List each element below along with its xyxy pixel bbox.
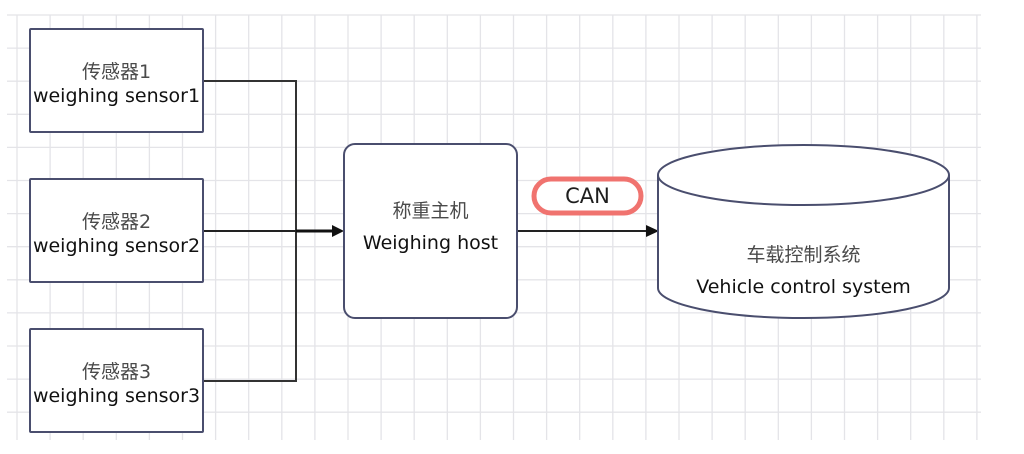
sensor3-label-zh: 传感器3 bbox=[81, 361, 152, 383]
weighing-host-box[interactable] bbox=[343, 143, 518, 319]
sensor2-label: 传感器2 weighing sensor2 bbox=[30, 179, 203, 282]
vehicle-label-en: Vehicle control system bbox=[696, 275, 911, 298]
sensor1-label: 传感器1 weighing sensor1 bbox=[30, 29, 203, 132]
sensor2-label-zh: 传感器2 bbox=[81, 211, 152, 233]
cylinder-body bbox=[657, 175, 950, 319]
vehicle-control-cylinder[interactable] bbox=[657, 144, 950, 319]
host-label-zh: 称重主机 bbox=[392, 199, 469, 222]
can-label-pill bbox=[531, 176, 644, 216]
vehicle-label-zh: 车载控制系统 bbox=[746, 243, 861, 266]
sensor2-label-en: weighing sensor2 bbox=[32, 235, 201, 257]
sensor3-label: 传感器3 weighing sensor3 bbox=[30, 329, 203, 432]
sensor3-label-en: weighing sensor3 bbox=[32, 385, 201, 407]
sensor3-box[interactable] bbox=[29, 328, 204, 433]
host-label: 称重主机 Weighing host bbox=[344, 144, 517, 318]
sensor1-label-en: weighing sensor1 bbox=[32, 85, 201, 107]
can-label-text: CAN bbox=[565, 184, 610, 208]
host-label-en: Weighing host bbox=[362, 231, 499, 254]
sensor1-label-zh: 传感器1 bbox=[81, 61, 152, 83]
cylinder-top bbox=[657, 144, 950, 206]
connectors bbox=[203, 80, 659, 382]
arrowhead-into-host bbox=[332, 225, 344, 237]
vehicle-label: 车载控制系统 Vehicle control system bbox=[658, 236, 949, 306]
arrowhead-into-vehicle bbox=[646, 225, 659, 237]
sensor1-box[interactable] bbox=[29, 28, 204, 133]
sensor2-box[interactable] bbox=[29, 178, 204, 283]
